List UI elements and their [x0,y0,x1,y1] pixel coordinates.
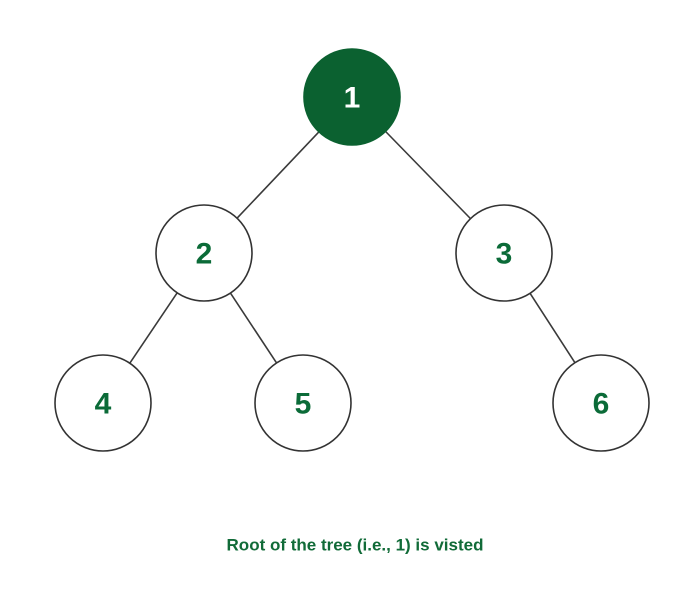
node-label-4: 4 [95,388,112,421]
node-circle-4 [54,354,152,452]
diagram-caption: Root of the tree (i.e., 1) is visted [227,536,484,555]
tree-node-5[interactable]: 5 [254,354,352,452]
node-label-3: 3 [496,238,513,271]
tree-node-1[interactable]: 1 [303,48,401,146]
node-circle-1 [303,48,401,146]
node-circle-6 [552,354,650,452]
tree-edge-2-4 [129,292,178,364]
node-circle-5 [254,354,352,452]
tree-edge-2-5 [229,292,278,364]
tree-edge-3-6 [529,292,576,364]
node-layer: 1 2 3 4 5 6 [54,48,650,452]
node-circle-3 [455,204,553,302]
node-circle-2 [155,204,253,302]
node-label-6: 6 [593,388,610,421]
node-label-5: 5 [295,388,312,421]
tree-node-3[interactable]: 3 [455,204,553,302]
tree-node-2[interactable]: 2 [155,204,253,302]
tree-edge-1-2 [236,131,320,219]
tree-node-4[interactable]: 4 [54,354,152,452]
tree-edge-1-3 [384,130,472,220]
node-label-2: 2 [196,238,213,271]
tree-node-6[interactable]: 6 [552,354,650,452]
edge-layer [129,130,576,364]
node-label-1: 1 [344,82,361,115]
